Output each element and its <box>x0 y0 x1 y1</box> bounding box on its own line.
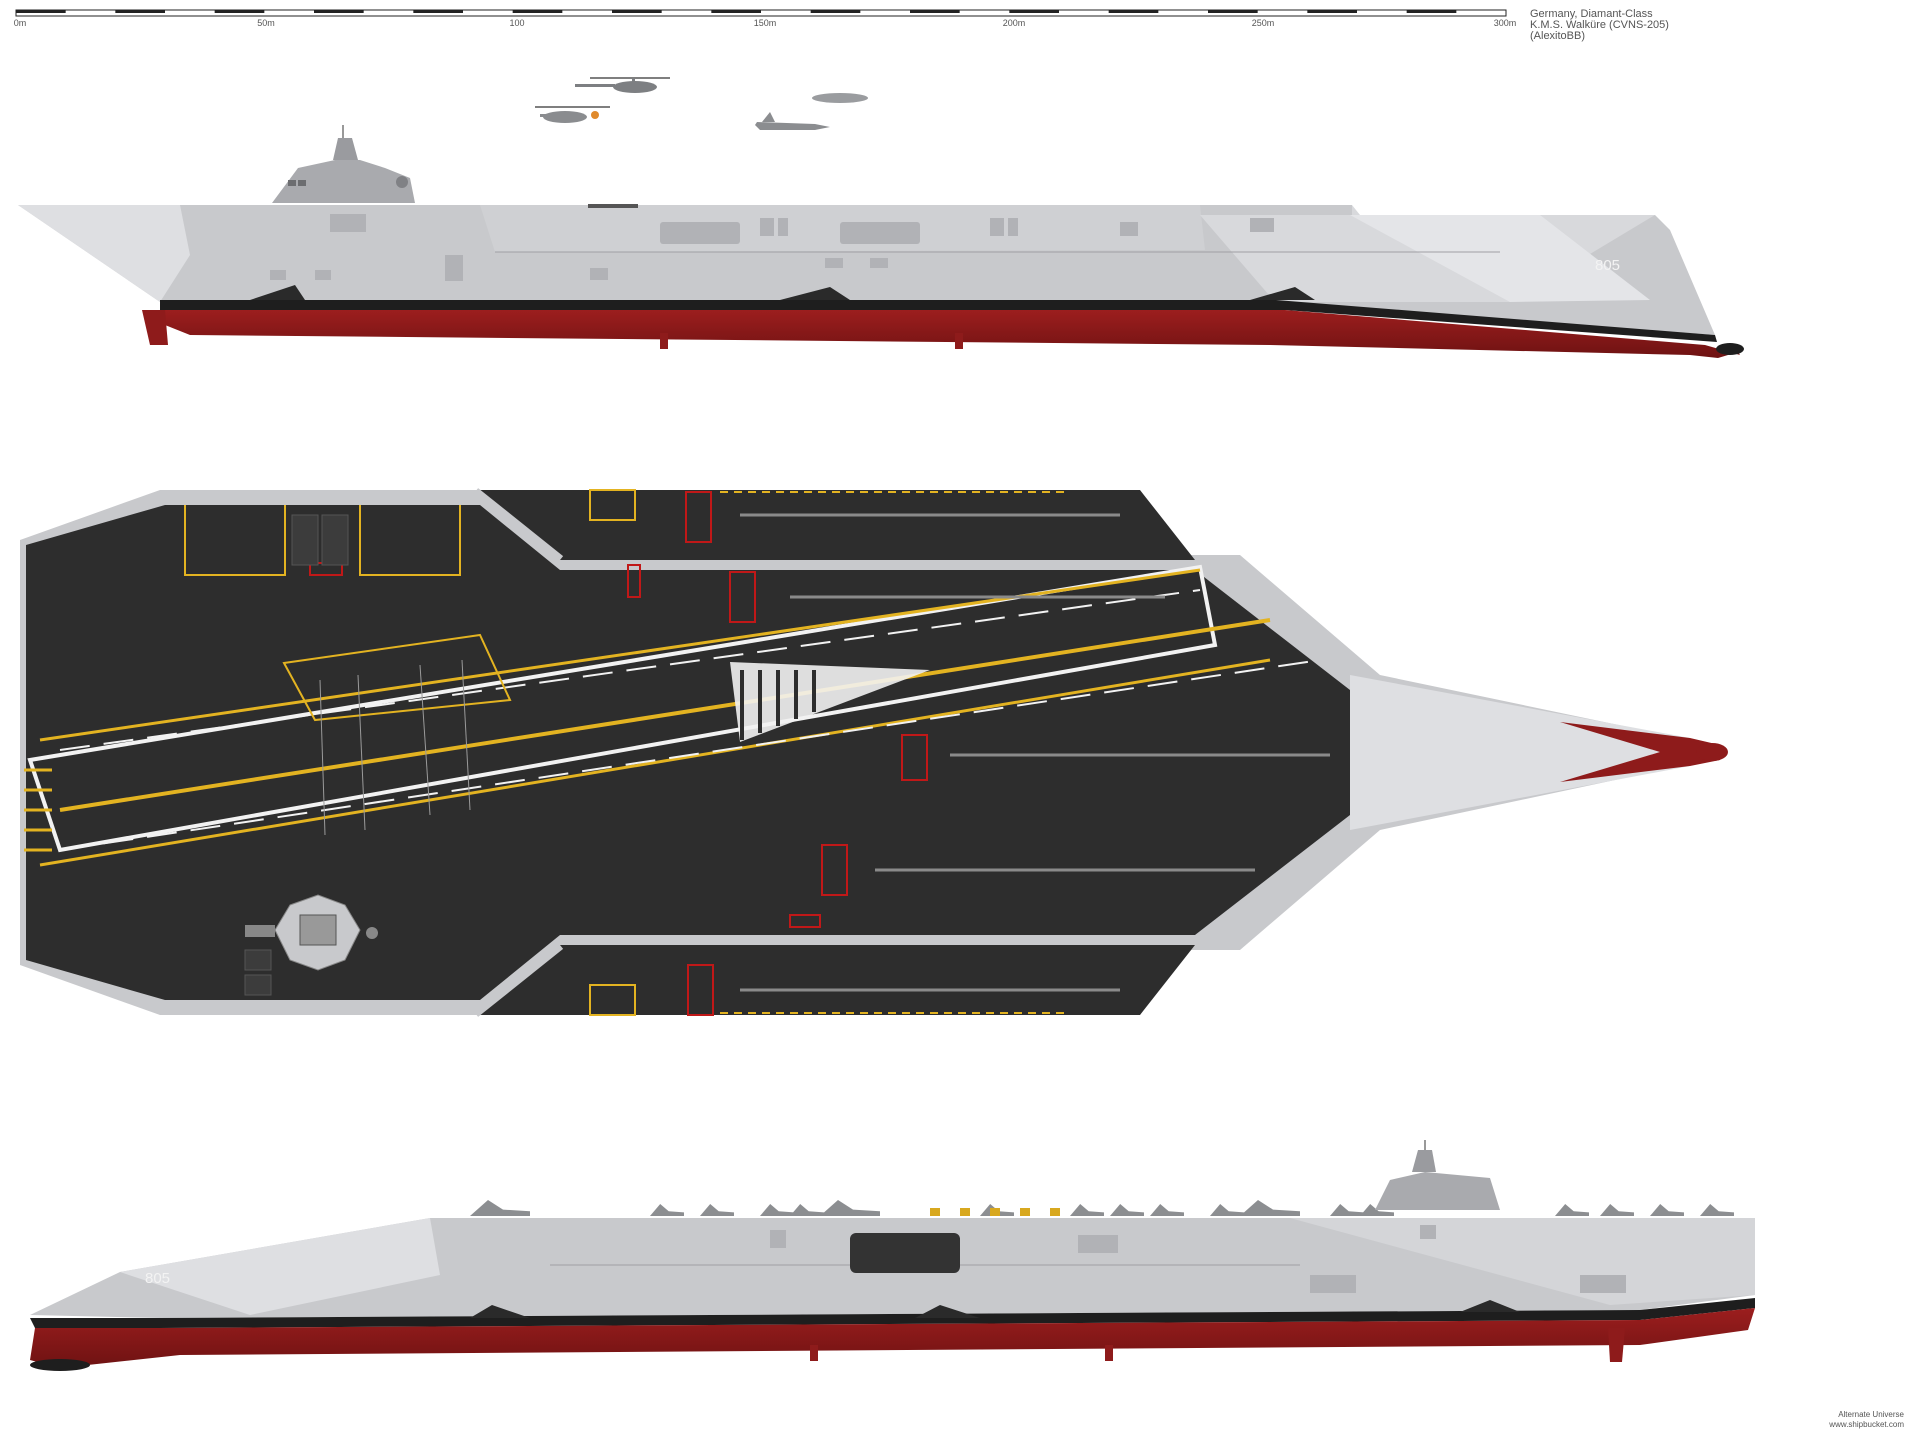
aircraft-elevators <box>184 489 636 1016</box>
deck-aircraft-icon <box>1600 1204 1634 1216</box>
deck-aircraft-icon <box>470 1200 530 1216</box>
catapult-tracks <box>740 513 1330 992</box>
footer-line-2: www.shipbucket.com <box>1829 1420 1904 1429</box>
deck-aircraft-icon <box>1330 1204 1364 1216</box>
hangar-opening <box>850 1233 960 1273</box>
hull-number-port: 805 <box>145 1270 170 1287</box>
scale-bar-segments <box>16 10 1457 13</box>
scale-bar <box>15 9 1507 17</box>
fighter-jet-icon <box>755 112 830 130</box>
scale-label: 200m <box>1002 18 1026 28</box>
caption-line-3: (AlexitoBB) <box>1530 30 1586 42</box>
waterline-hull <box>160 310 1740 358</box>
hull-number-starboard: 805 <box>1595 257 1620 274</box>
deck-aircraft-icon <box>1700 1204 1734 1216</box>
scale-segment <box>214 10 265 13</box>
starboard-profile-view: 805 <box>18 77 1744 358</box>
scale-segment <box>711 10 761 13</box>
footer-line-1: Alternate Universe <box>1838 1410 1904 1419</box>
island-mast <box>333 138 358 160</box>
helicopter-icon <box>535 106 610 123</box>
island-top-view <box>245 894 378 971</box>
angled-runway <box>24 564 1321 867</box>
deck-aircraft-icon <box>1210 1204 1244 1216</box>
scale-segment <box>1108 10 1159 13</box>
drone-icon <box>812 93 868 103</box>
caption-line-2: K.M.S. Walküre (CVNS-205) <box>1530 19 1669 31</box>
scale-segment <box>612 10 662 13</box>
deck-aircraft-icon <box>1070 1204 1104 1216</box>
rudder <box>142 310 168 345</box>
deck-vehicle-icon <box>1020 1208 1030 1216</box>
scale-segment <box>1208 10 1258 13</box>
deck-vehicle-icon <box>1050 1208 1060 1216</box>
hull-panels <box>270 214 1274 281</box>
deck-aircraft-icon <box>650 1204 684 1216</box>
deck-aircraft-icon <box>1240 1200 1300 1216</box>
deck-vehicle-icon <box>990 1208 1000 1216</box>
scale-segment <box>413 10 463 13</box>
deck-aircraft-row <box>470 1200 1734 1216</box>
scale-segment <box>16 10 66 13</box>
scale-segment <box>314 10 364 13</box>
scale-label: 300m <box>1493 18 1517 28</box>
deck-red-markings <box>309 491 928 1016</box>
deck-aircraft-icon <box>820 1200 880 1216</box>
deck-aircraft-icon <box>1150 1204 1184 1216</box>
deck-aircraft-icon <box>1650 1204 1684 1216</box>
scale-segment <box>512 10 563 13</box>
scale-label: 0m <box>13 18 27 28</box>
scale-segment <box>1406 10 1457 13</box>
deck-aircraft-icon <box>700 1204 734 1216</box>
scale-segment <box>1307 10 1357 13</box>
caption-line-1: Germany, Diamant-Class <box>1530 8 1653 20</box>
scale-label: 250m <box>1251 18 1275 28</box>
port-profile-view: 805 <box>30 1140 1755 1371</box>
scale-segment <box>810 10 861 13</box>
scale-segment <box>115 10 165 13</box>
scale-label: 100 <box>509 18 525 28</box>
deck-aircraft-icon <box>1555 1204 1589 1216</box>
deck-aircraft-icon <box>790 1204 824 1216</box>
deck-aircraft-icon <box>1110 1204 1144 1216</box>
scale-segment <box>1009 10 1059 13</box>
island-superstructure-port <box>1375 1172 1500 1210</box>
scale-label: 50m <box>257 18 275 28</box>
boot-top-stripe <box>160 300 1717 342</box>
island-superstructure <box>272 160 415 203</box>
scale-label: 150m <box>753 18 777 28</box>
deck-vehicle-icon <box>960 1208 970 1216</box>
deck-vehicle-icon <box>930 1208 940 1216</box>
scale-segment <box>910 10 960 13</box>
flight-deck-plan-view <box>20 488 1728 1017</box>
waterline-hull-port <box>30 1308 1755 1368</box>
helicopter-icon <box>575 77 670 93</box>
deck-aircraft-icon <box>760 1204 794 1216</box>
